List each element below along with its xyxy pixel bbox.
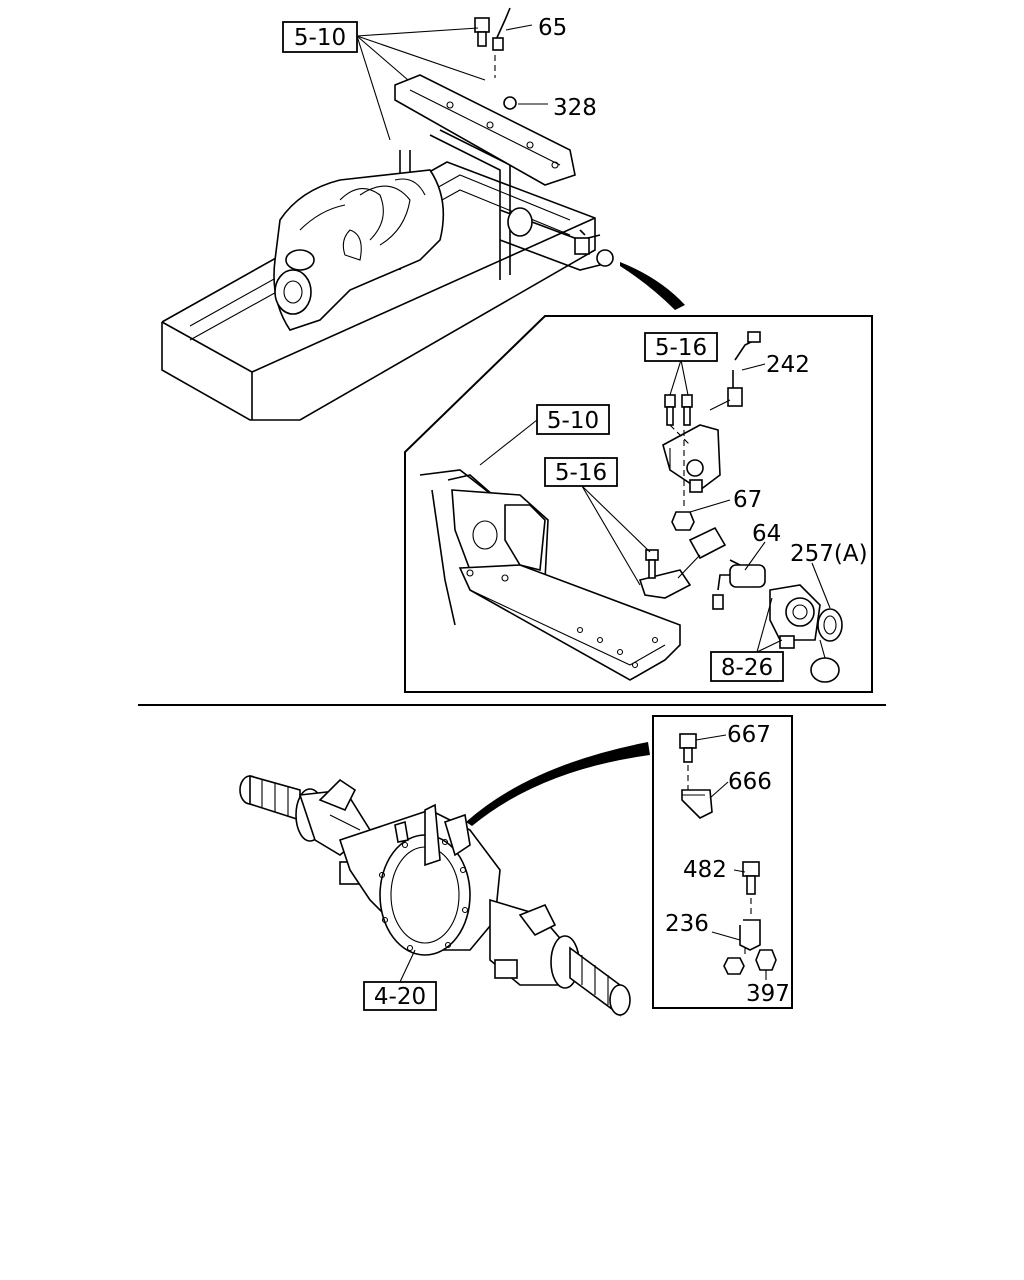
- inset-leaders: [479, 359, 831, 653]
- detail-drawing: [679, 733, 777, 975]
- detail-pointer: [466, 742, 650, 826]
- ref-box-5-16-upper: 5-16: [644, 332, 718, 362]
- inset-drawing: [419, 331, 843, 683]
- ref-label: 4-20: [374, 984, 426, 1010]
- part-label-482: 482: [683, 857, 727, 883]
- part-label-242: 242: [766, 352, 810, 378]
- detail-frame: [652, 715, 793, 1009]
- part-label-67: 67: [733, 487, 762, 513]
- part-label-328: 328: [553, 95, 597, 121]
- ref-label: 5-16: [555, 460, 607, 486]
- part-label-667: 667: [727, 722, 771, 748]
- ref-box-5-16-lower: 5-16: [544, 457, 618, 487]
- ref-box-5-10-inset: 5-10: [536, 404, 610, 435]
- ref-label: 5-10: [547, 408, 599, 434]
- part-label-257a: 257(A): [790, 541, 868, 567]
- axle-housing-drawing: [239, 774, 631, 1017]
- ref-label: 8-26: [721, 655, 773, 681]
- ref-label: 5-10: [294, 25, 346, 51]
- ref-label: 5-16: [655, 335, 707, 361]
- part-label-236: 236: [665, 911, 709, 937]
- chassis-frame-drawing: [161, 7, 614, 421]
- part-label-666: 666: [728, 769, 772, 795]
- inset-frame: [404, 315, 873, 693]
- part-label-65: 65: [538, 15, 567, 41]
- bottom-leaders: [399, 734, 767, 983]
- part-label-397: 397: [746, 981, 790, 1007]
- ref-box-5-10-top: 5-10: [282, 21, 358, 53]
- inset-pointer: [620, 262, 685, 310]
- part-label-64: 64: [752, 521, 781, 547]
- top-leaders: [356, 24, 548, 141]
- ref-box-4-20: 4-20: [363, 981, 437, 1011]
- ref-box-8-26: 8-26: [710, 651, 784, 682]
